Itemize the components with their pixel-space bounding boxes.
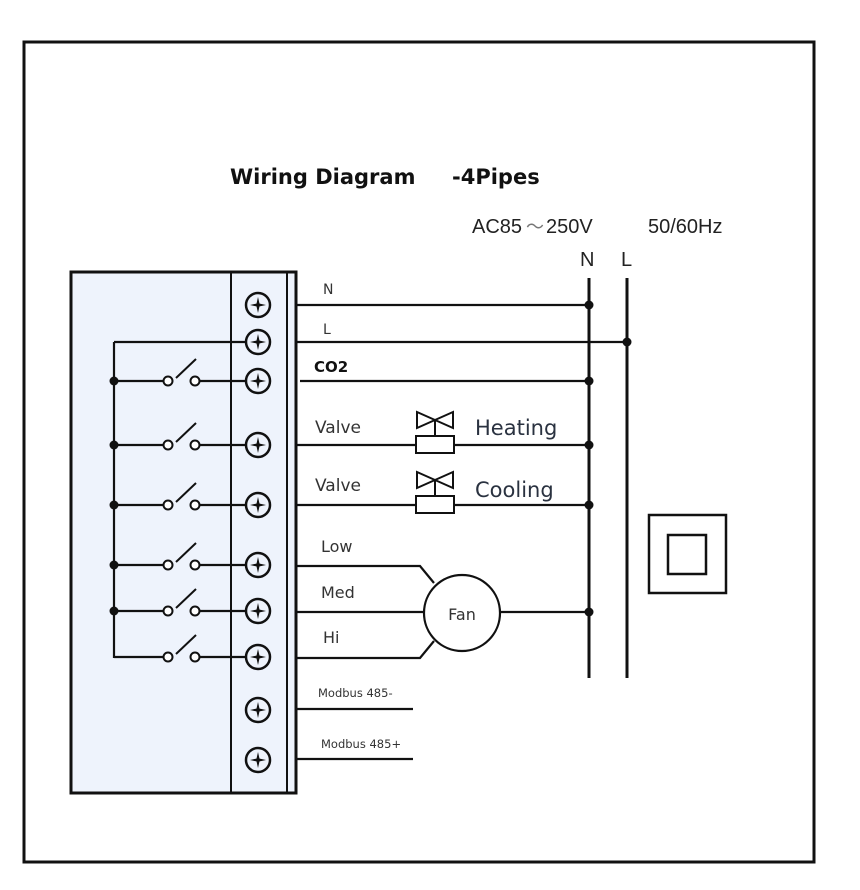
- junction-n: [584, 300, 594, 310]
- valve-actuator-icon: [415, 410, 455, 454]
- junction-l: [622, 337, 632, 347]
- screw-slot-v: [256, 334, 260, 350]
- valve-actuator: [415, 435, 455, 454]
- bus-l-label: L: [621, 249, 632, 271]
- terminal-label-fan-low: Low: [321, 537, 353, 556]
- wire-fan-hi: [296, 640, 435, 660]
- terminal-label-co2: CO2: [314, 358, 348, 376]
- switch-contact-right: [189, 651, 201, 663]
- relay-switch-icon: [162, 482, 201, 511]
- terminal-label-valve-cooling: Valve: [315, 476, 361, 496]
- valve-actuator-icon: [415, 470, 455, 514]
- terminal-label-l: L: [323, 322, 331, 338]
- screw-slot-v: [256, 557, 260, 573]
- terminal-label-modbus-minus: Modbus 485-: [318, 686, 393, 700]
- internal-junction: [109, 440, 119, 450]
- outer-frame: [22, 40, 816, 864]
- screw-slot-v: [256, 649, 260, 665]
- switch-contact-right: [189, 375, 201, 387]
- switch-blade: [175, 588, 197, 609]
- valve-body: [416, 410, 454, 430]
- internal-junction: [109, 376, 119, 386]
- junction-co2: [584, 376, 594, 386]
- switch-blade: [175, 422, 197, 443]
- screw-slot-v: [256, 497, 260, 513]
- relay-switch-icon: [162, 634, 201, 663]
- screw-terminal-icon: [244, 746, 272, 774]
- screw-ring: [244, 746, 272, 774]
- power-spec-frequency: 50/60Hz: [648, 216, 723, 238]
- switch-contact-left: [162, 375, 174, 387]
- terminal-label-modbus-plus: Modbus 485+: [321, 737, 401, 751]
- relay-switch-icon: [162, 542, 201, 571]
- switch-contact-left: [162, 439, 174, 451]
- power-spec-voltage-max: 250V: [546, 216, 593, 238]
- switch-contact-right: [189, 605, 201, 617]
- screw-ring: [244, 291, 272, 319]
- screw-terminal-icon: [244, 696, 272, 724]
- internal-junction: [109, 500, 119, 510]
- diagram-title-suffix: -4Pipes: [452, 165, 540, 189]
- fan-label: Fan: [448, 605, 476, 624]
- screw-terminal-icon: [244, 291, 272, 319]
- switch-blade: [175, 542, 197, 563]
- internal-junction: [109, 560, 119, 570]
- terminal-label-fan-med: Med: [321, 583, 355, 602]
- power-spec-voltage: AC85: [472, 216, 522, 238]
- bus-n-label: N: [580, 249, 594, 271]
- screw-slot-v: [256, 752, 260, 768]
- controller-box: [69, 270, 298, 795]
- power-spec-tilde: ～: [526, 217, 544, 238]
- relay-switch-icon: [162, 588, 201, 617]
- terminal-label-valve-heating: Valve: [315, 418, 361, 438]
- screw-slot-v: [256, 297, 260, 313]
- terminal-label-fan-hi: Hi: [323, 628, 339, 647]
- double-insulation-icon: [647, 513, 728, 595]
- switch-contact-right: [189, 559, 201, 571]
- screw-slot-v: [256, 702, 260, 718]
- screw-slot-v: [256, 437, 260, 453]
- switch-contact-left: [162, 651, 174, 663]
- switch-blade: [175, 482, 197, 503]
- switch-blade: [175, 358, 197, 379]
- junction-heating: [584, 440, 594, 450]
- heating-label: Heating: [475, 416, 557, 440]
- junction-fan: [584, 607, 594, 617]
- valve-body: [416, 470, 454, 490]
- diagram-title: Wiring Diagram: [230, 165, 415, 189]
- switch-contact-left: [162, 559, 174, 571]
- relay-switch-icon: [162, 358, 201, 387]
- valve-actuator: [415, 495, 455, 514]
- cooling-label: Cooling: [475, 478, 554, 502]
- screw-slot-v: [256, 603, 260, 619]
- internal-junction: [109, 606, 119, 616]
- screw-slot-v: [256, 373, 260, 389]
- switch-contact-left: [162, 499, 174, 511]
- terminal-label-n: N: [323, 282, 333, 298]
- screw-ring: [244, 696, 272, 724]
- switch-blade: [175, 634, 197, 655]
- relay-switch-icon: [162, 422, 201, 451]
- switch-contact-left: [162, 605, 174, 617]
- switch-contact-right: [189, 499, 201, 511]
- junction-cooling: [584, 500, 594, 510]
- wire-fan-low: [296, 564, 435, 584]
- switch-contact-right: [189, 439, 201, 451]
